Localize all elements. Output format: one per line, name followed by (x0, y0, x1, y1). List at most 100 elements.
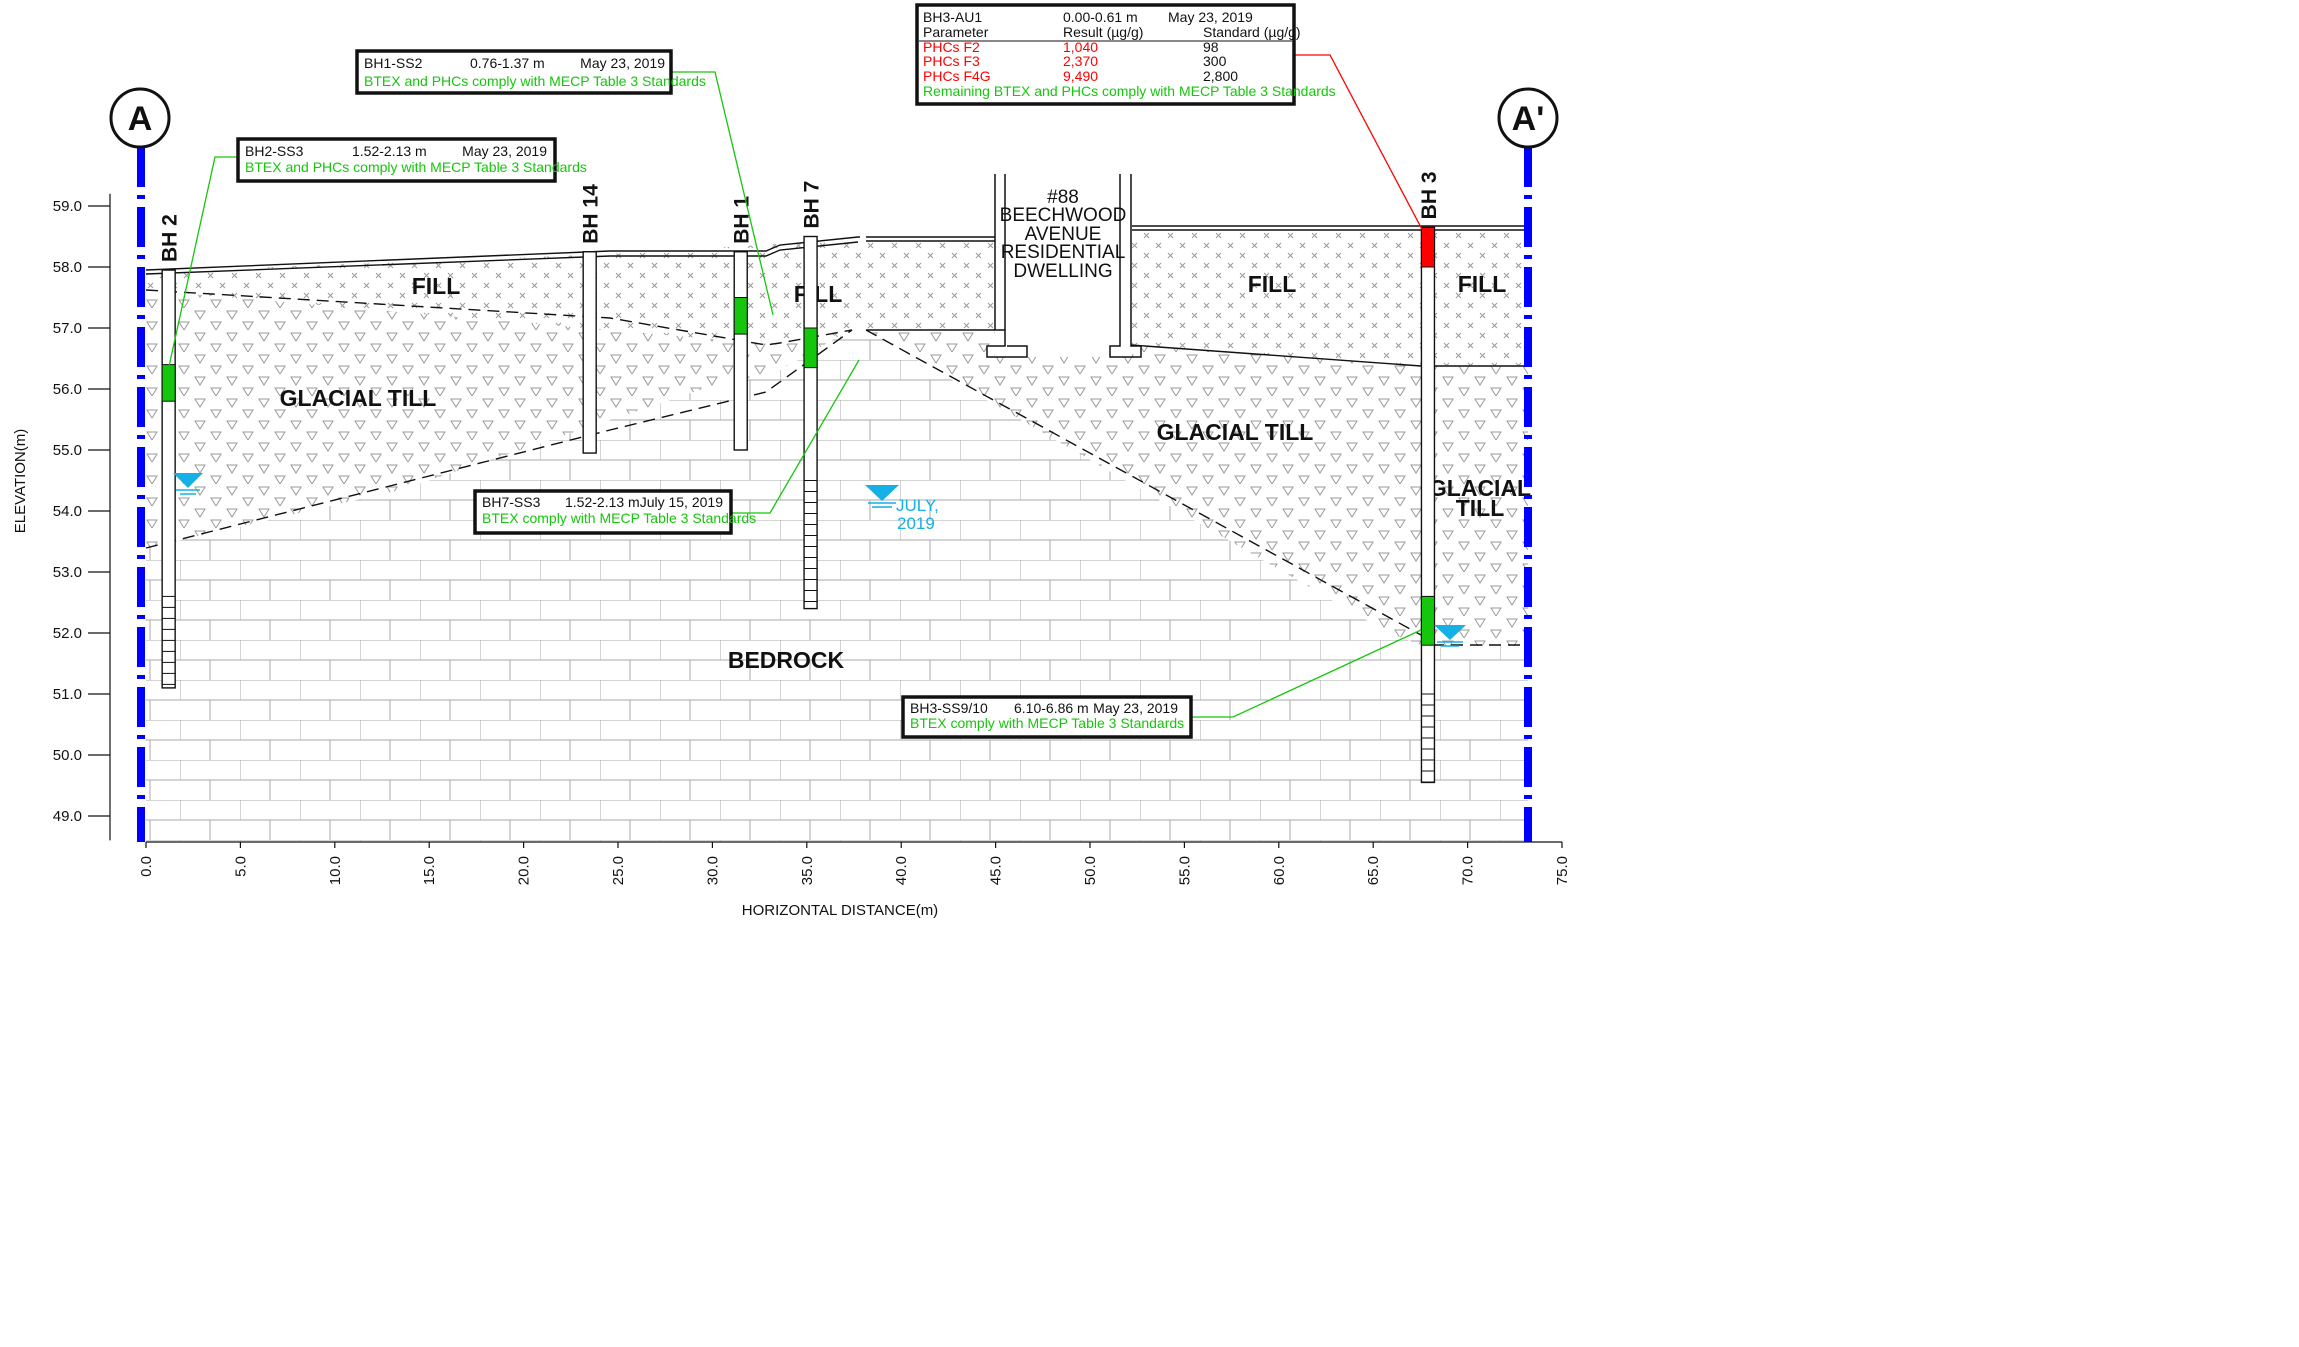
x-tick-label: 55.0 (1176, 856, 1193, 885)
y-axis: 59.058.057.056.055.054.053.052.051.050.0… (53, 193, 111, 841)
water-level-bh2 (173, 473, 203, 495)
sample-interval (733, 297, 748, 335)
table-result: 9,490 (1063, 68, 1098, 84)
fill-unit-right (1131, 229, 1528, 366)
borehole-casing (161, 269, 176, 689)
callout-note: Remaining BTEX and PHCs comply with MECP… (923, 83, 1336, 99)
fill-till-contact (145, 289, 853, 346)
callout-id: BH1-SS2 (364, 55, 423, 71)
x-tick-label: 15.0 (421, 856, 438, 885)
section-marker-a-prime-label: A' (1512, 100, 1545, 138)
y-tick-label: 57.0 (53, 320, 82, 337)
callout-bh7: BH7-SS3 1.52-2.13 m July 15, 2019 BTEX c… (473, 489, 756, 535)
table-header-standard: Standard (µg/g) (1203, 24, 1301, 40)
y-tick-label: 50.0 (53, 747, 82, 764)
borehole-label: BH 2 (159, 214, 182, 262)
ground-surface-line (145, 236, 860, 271)
glacial-till-unit-right (1432, 366, 1528, 646)
water-level-note: JULY, (896, 496, 939, 515)
leader-bh3-ss (1191, 629, 1422, 718)
borehole: BH 7 (801, 181, 824, 610)
stratigraphy (146, 174, 1528, 841)
y-tick-label: 58.0 (53, 259, 82, 276)
callout-depth: 0.00-0.61 m (1063, 9, 1138, 25)
callout-bh2: BH2-SS3 1.52-2.13 m May 23, 2019 BTEX an… (236, 137, 587, 183)
dwelling-label-3: AVENUE (1025, 224, 1102, 245)
borehole-casing (582, 251, 597, 454)
callout-depth: 6.10-6.86 m (1014, 700, 1089, 716)
x-tick-label: 5.0 (232, 856, 249, 877)
callout-id: BH3-SS9/10 (910, 700, 988, 716)
section-marker-a-label: A (128, 100, 153, 138)
x-tick-label: 10.0 (327, 856, 344, 885)
x-tick-label: 45.0 (988, 856, 1005, 885)
borehole-casing (803, 235, 818, 610)
dwelling (986, 174, 1142, 358)
borehole: BH 14 (580, 184, 603, 454)
x-tick-label: 50.0 (1082, 856, 1099, 885)
callout-date: July 15, 2019 (640, 494, 723, 510)
table-header-result: Result (µg/g) (1063, 24, 1143, 40)
borehole-label: BH 3 (1418, 171, 1441, 219)
y-tick-label: 52.0 (53, 625, 82, 642)
table-standard: 2,800 (1203, 68, 1238, 84)
y-tick-label: 49.0 (53, 808, 82, 825)
borehole-casing (1420, 226, 1436, 784)
x-tick-label: 75.0 (1554, 856, 1571, 885)
borehole-casing (733, 251, 748, 451)
leader-bh7 (731, 359, 860, 514)
x-tick-label: 25.0 (610, 856, 627, 885)
borehole: BH 2 (159, 214, 182, 689)
table-standard: 300 (1203, 53, 1227, 69)
section-marker-lines (137, 147, 1532, 842)
section-marker-a: A (109, 87, 171, 149)
callout-date: May 23, 2019 (462, 143, 547, 159)
glacial-till-unit-left (146, 278, 1421, 645)
unit-labels: FILL FILL FILL FILL GLACIAL TILL GLACIAL… (280, 271, 1531, 673)
dwelling-label-4: RESIDENTIAL (1001, 242, 1126, 263)
callout-bh3-au: BH3-AU1 0.00-0.61 m May 23, 2019 Paramet… (915, 3, 1336, 106)
till-bedrock-contact-2 (865, 329, 1422, 636)
unit-label-fill: FILL (1248, 271, 1297, 297)
callout-id: BH2-SS3 (245, 143, 304, 159)
leader-bh3-au (1294, 54, 1426, 236)
callout-bh3-ss: BH3-SS9/10 6.10-6.86 m May 23, 2019 BTEX… (901, 695, 1193, 739)
unit-label-glacial-till: GLACIAL (1429, 475, 1531, 501)
leader-bh1 (671, 71, 774, 316)
callout-date: May 23, 2019 (1093, 700, 1178, 716)
x-axis-label: HORIZONTAL DISTANCE(m) (742, 902, 938, 919)
y-tick-label: 54.0 (53, 503, 82, 520)
borehole: BH 3 (1418, 171, 1441, 784)
unit-label-glacial-till: TILL (1456, 495, 1505, 521)
callout-depth: 1.52-2.13 m (352, 143, 427, 159)
y-tick-label: 55.0 (53, 442, 82, 459)
callout-depth: 1.52-2.13 m (565, 494, 640, 510)
sample-interval (161, 364, 176, 402)
y-tick-label: 51.0 (53, 686, 82, 703)
section-marker-a-prime: A' (1497, 87, 1559, 149)
unit-label-fill: FILL (1458, 271, 1507, 297)
unit-label-glacial-till: GLACIAL TILL (280, 385, 437, 411)
callout-depth: 0.76-1.37 m (470, 55, 545, 71)
leader-bh2 (165, 156, 238, 381)
callout-note: BTEX comply with MECP Table 3 Standards (910, 715, 1184, 731)
callout-note: BTEX and PHCs comply with MECP Table 3 S… (364, 73, 706, 89)
borehole-label: BH 7 (801, 181, 824, 229)
x-tick-label: 20.0 (516, 856, 533, 885)
callout-bh1: BH1-SS2 0.76-1.37 m May 23, 2019 BTEX an… (355, 49, 706, 95)
unit-label-bedrock: BEDROCK (728, 647, 845, 673)
leader-lines (165, 54, 1426, 718)
borehole-label: BH 14 (580, 184, 603, 244)
table-param: PHCs F4G (923, 68, 991, 84)
callout-date: May 23, 2019 (1168, 9, 1253, 25)
y-tick-label: 56.0 (53, 381, 82, 398)
callout-date: May 23, 2019 (580, 55, 665, 71)
table-param: PHCs F3 (923, 53, 980, 69)
dwelling-label-1: #88 (1047, 187, 1079, 208)
sample-interval (803, 327, 818, 369)
x-tick-label: 0.0 (138, 856, 155, 877)
y-tick-label: 53.0 (53, 564, 82, 581)
sample-interval (1420, 595, 1435, 646)
